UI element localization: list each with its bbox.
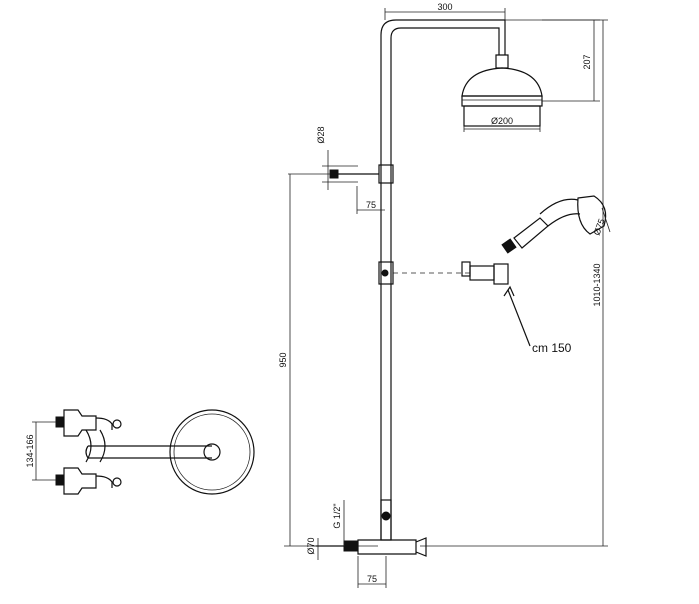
dim-inlet-diameter: Ø28 <box>316 126 326 143</box>
dim-mixer-offset: 75 <box>367 574 377 584</box>
dim-head-height: 207 <box>582 54 592 69</box>
upper-outlet: Ø28 75 <box>288 126 385 214</box>
lower-valve <box>55 467 122 495</box>
hose-length-note: cm 150 <box>532 341 572 355</box>
shower-head-top-view <box>169 409 255 495</box>
dim-arm-length: 300 <box>437 2 452 12</box>
dim-outlet-height: 950 <box>278 352 288 367</box>
shower-column-elevation: 300 207 Ø200 1010-1340 Ø28 75 <box>278 2 611 588</box>
dim-wall-spacing: 134-166 <box>25 434 35 467</box>
dim-hand-shower-diameter: Ø75 <box>592 217 607 236</box>
dim-thread-size: G 1/2" <box>332 503 342 528</box>
upper-valve <box>55 409 122 437</box>
dim-mixer-diameter: Ø70 <box>306 537 316 554</box>
dim-total-height: 1010-1340 <box>592 263 602 306</box>
dim-outlet-offset: 75 <box>366 200 376 210</box>
shower-side-view: 134-166 <box>25 409 255 495</box>
hand-shower: Ø75 <box>501 195 611 254</box>
thermostatic-mixer <box>316 499 427 557</box>
dim-head-diameter: Ø200 <box>491 116 513 126</box>
hand-shower-holder <box>461 261 509 285</box>
